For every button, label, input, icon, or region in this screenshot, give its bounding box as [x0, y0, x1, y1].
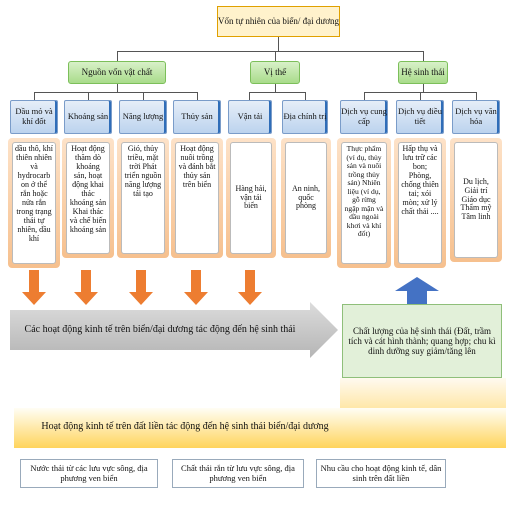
connector-l1b-down: [275, 84, 276, 92]
ecosystem-quality-box: Chất lượng của hệ sinh thái (Đất, trầm t…: [342, 304, 502, 378]
source-land-demand-text: Nhu cầu cho hoạt động kinh tế, dân sinh …: [320, 462, 442, 483]
subcat-minerals-label: Khoáng sản: [67, 111, 109, 122]
source-land-demand: Nhu cầu cho hoạt động kinh tế, dân sinh …: [316, 459, 446, 488]
detail-cultural-text: Du lịch, Giải trí Giáo dục Thẩm mỹ Tâm l…: [460, 176, 492, 222]
marine-activities-text: Các hoạt động kinh tế trên biển/đại dươn…: [24, 324, 296, 336]
down-arrow-2: [74, 270, 98, 305]
subcat-energy-label: Năng lượng: [122, 111, 164, 122]
connector-l1a: [117, 51, 118, 61]
connector-l2a-bar: [34, 92, 198, 93]
detail-geopolitics: An ninh, quốc phòng: [285, 142, 327, 254]
source-wastewater-text: Nước thải từ các lưu vực sông, địa phươn…: [30, 462, 148, 483]
connector-l1c-down: [423, 84, 424, 92]
subcat-energy: Năng lượng: [119, 100, 167, 134]
detail-fisheries: Hoạt động nuôi trồng và đánh bắt thủy sả…: [175, 142, 219, 254]
detail-minerals: Hoạt động thăm dò khoáng sản, hoạt động …: [66, 142, 110, 254]
subcat-regulating-label: Dịch vụ điều tiết: [398, 106, 442, 126]
connector-l2-8: [420, 92, 421, 100]
land-activities-text: Hoạt động kinh tế trên đất liền tác động…: [41, 421, 329, 433]
down-arrow-3: [129, 270, 153, 305]
connector-l1a-down: [117, 84, 118, 92]
connector-l1c: [423, 51, 424, 61]
connector-l2-6: [305, 92, 306, 100]
connector-l2-9: [476, 92, 477, 100]
subcat-oil-gas-label: Dầu mỏ và khí đốt: [15, 106, 53, 126]
category-position-label: Vị thế: [263, 67, 287, 78]
subcat-geopolitics: Địa chính trị: [282, 100, 328, 134]
detail-regulating: Hấp thụ và lưu trữ các bon; Phòng, chống…: [398, 142, 442, 264]
detail-energy: Gió, thủy triều, mặt trời Phát triển ngu…: [121, 142, 165, 254]
blue-up-arrow: [395, 277, 439, 304]
source-solid-waste-text: Chất thải rắn từ lưu vực sông, địa phươn…: [181, 462, 295, 483]
detail-geopolitics-text: An ninh, quốc phòng: [292, 183, 320, 211]
connector-level1-bar: [117, 51, 423, 52]
gray-right-arrow: [10, 302, 338, 358]
source-solid-waste: Chất thải rắn từ lưu vực sông, địa phươn…: [172, 459, 304, 488]
down-arrow-5: [238, 270, 262, 305]
category-position: Vị thế: [250, 61, 300, 84]
subcat-transport: Vận tải: [228, 100, 272, 134]
detail-provisioning: Thực phẩm (vỉ dụ, thủy sản và nuôi trồng…: [341, 142, 387, 264]
detail-provisioning-text: Thực phẩm (vỉ dụ, thủy sản và nuôi trồng…: [344, 144, 384, 238]
connector-l2-5: [249, 92, 250, 100]
detail-cultural: Du lịch, Giải trí Giáo dục Thẩm mỹ Tâm l…: [454, 142, 498, 258]
category-material-capital: Nguồn vốn vật chất: [68, 61, 166, 84]
connector-l2-3: [143, 92, 144, 100]
detail-regulating-text: Hấp thụ và lưu trữ các bon; Phòng, chống…: [401, 144, 439, 216]
subcat-fisheries: Thủy sản: [173, 100, 221, 134]
connector-l2-7: [364, 92, 365, 100]
connector-l2b-bar: [249, 92, 305, 93]
detail-transport: Hàng hải, vận tải biển: [230, 142, 272, 254]
source-wastewater: Nước thải từ các lưu vực sông, địa phươn…: [20, 459, 158, 488]
subcat-oil-gas: Dầu mỏ và khí đốt: [10, 100, 58, 134]
land-activities-band: [14, 378, 506, 448]
natural-capital-title: Vốn tự nhiên của biển/ đại dương: [218, 16, 339, 27]
subcat-fisheries-label: Thủy sản: [181, 111, 213, 122]
subcat-provisioning-label: Dịch vụ cung cấp: [341, 106, 387, 126]
subcat-provisioning: Dịch vụ cung cấp: [340, 100, 388, 134]
subcat-transport-label: Vận tải: [237, 111, 263, 122]
marine-activities-text-box: Các hoạt động kinh tế trên biển/đại dươn…: [20, 312, 300, 348]
natural-capital-title-box: Vốn tự nhiên của biển/ đại dương: [217, 6, 340, 37]
detail-fisheries-text: Hoạt động nuôi trồng và đánh bắt thủy sả…: [178, 144, 216, 189]
connector-top-down: [278, 37, 279, 51]
detail-oil-gas: dầu thô, khí thiên nhiên và hydrocarb on…: [12, 142, 56, 264]
ecosystem-quality-text: Chất lượng của hệ sinh thái (Đất, trầm t…: [348, 325, 496, 357]
connector-l1b: [275, 51, 276, 61]
connector-l2-1: [34, 92, 35, 100]
detail-minerals-text: Hoạt động thăm dò khoáng sản, hoạt động …: [69, 144, 107, 234]
subcat-cultural: Dịch vụ văn hóa: [452, 100, 500, 134]
detail-energy-text: Gió, thủy triều, mặt trời Phát triển ngu…: [124, 144, 162, 198]
detail-oil-gas-text: dầu thô, khí thiên nhiên và hydrocarb on…: [15, 144, 53, 243]
subcat-regulating: Dịch vụ điều tiết: [396, 100, 444, 134]
orange-arrows: [22, 270, 262, 305]
detail-transport-text: Hàng hải, vận tải biển: [235, 183, 267, 211]
connector-l2-2: [88, 92, 89, 100]
category-material-capital-label: Nguồn vốn vật chất: [81, 67, 153, 78]
category-ecosystem-label: Hệ sinh thái: [401, 67, 445, 78]
land-activities-text-box: Hoạt động kinh tế trên đất liền tác động…: [20, 414, 350, 440]
subcat-geopolitics-label: Địa chính trị: [283, 111, 327, 122]
category-ecosystem: Hệ sinh thái: [398, 61, 448, 84]
down-arrow-4: [184, 270, 208, 305]
connector-l2-4: [197, 92, 198, 100]
down-arrow-1: [22, 270, 46, 305]
subcat-cultural-label: Dịch vụ văn hóa: [455, 106, 497, 126]
subcat-minerals: Khoáng sản: [64, 100, 112, 134]
